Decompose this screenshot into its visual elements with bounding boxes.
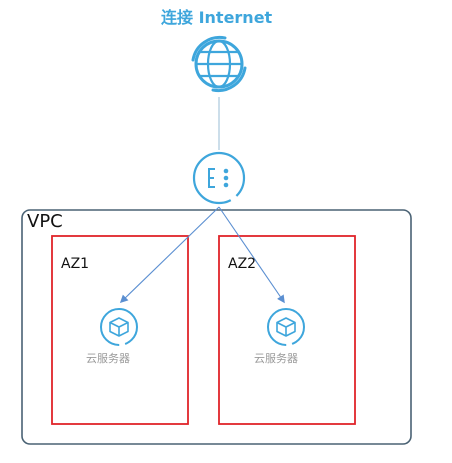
cloud-server-icon (266, 307, 306, 347)
arrow-to-az1-server (119, 206, 220, 304)
az1-server-label: 云服务器 (86, 352, 130, 365)
load-balancer-icon (192, 151, 246, 205)
arrow-to-az2-server (218, 206, 285, 304)
az1-label: AZ1 (61, 256, 90, 272)
globe-icon (191, 36, 247, 92)
az2-label: AZ2 (228, 256, 257, 272)
az2-zone (218, 235, 356, 425)
az1-zone (51, 235, 189, 425)
vpc-label: VPC (27, 211, 63, 232)
internet-label: 连接 Internet (161, 8, 273, 27)
vpc-container (21, 209, 412, 445)
az2-server-label: 云服务器 (254, 352, 298, 365)
cloud-server-icon (99, 307, 139, 347)
